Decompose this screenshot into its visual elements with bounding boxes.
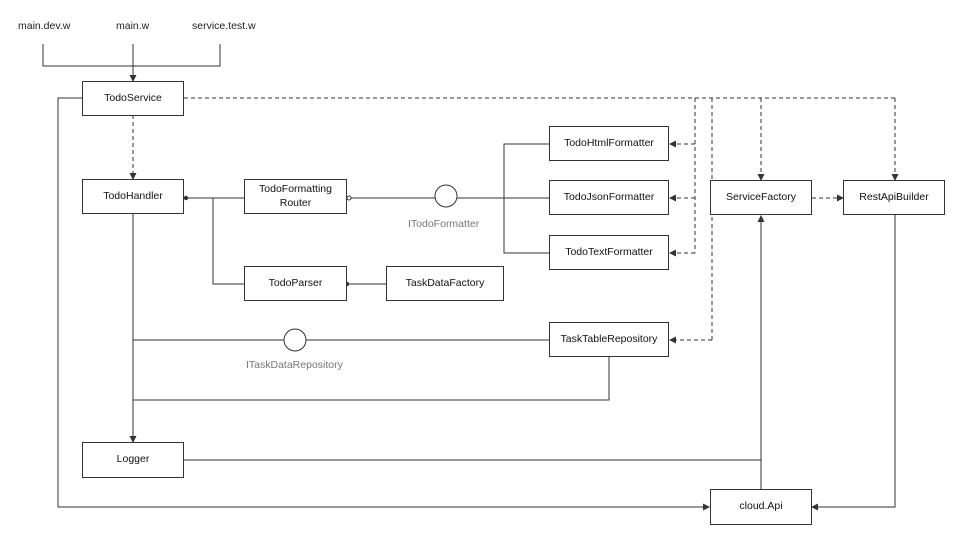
logger-box[interactable]: Logger bbox=[82, 442, 184, 478]
itodoformatter-label: ITodoFormatter bbox=[408, 218, 480, 230]
todo-json-formatter-box[interactable]: TodoJsonFormatter bbox=[549, 180, 669, 215]
entry-point-main: main.w bbox=[116, 20, 150, 32]
todo-service-box[interactable]: TodoService bbox=[82, 81, 184, 116]
todo-handler-box[interactable]: TodoHandler bbox=[82, 179, 184, 214]
entry-point-main-dev: main.dev.w bbox=[18, 20, 71, 32]
itaskdatarepository-interface-circle bbox=[283, 328, 307, 352]
todoservice-to-cloudapi-line bbox=[57, 97, 710, 511]
formatter-bracket bbox=[503, 143, 549, 254]
task-data-factory-box[interactable]: TaskDataFactory bbox=[386, 266, 504, 301]
todo-html-formatter-box[interactable]: TodoHtmlFormatter bbox=[549, 126, 669, 161]
taskrepo-to-handler-line bbox=[133, 357, 610, 401]
itaskdatarepository-label: ITaskDataRepository bbox=[246, 359, 343, 371]
entry-point-service-test: service.test.w bbox=[192, 20, 256, 32]
task-table-repository-box[interactable]: TaskTableRepository bbox=[549, 322, 669, 357]
todo-formatting-router-box[interactable]: TodoFormatting Router bbox=[244, 179, 347, 214]
entry-bracket-line bbox=[42, 44, 221, 67]
service-factory-box[interactable]: ServiceFactory bbox=[710, 180, 812, 215]
rest-api-builder-box[interactable]: RestApiBuilder bbox=[843, 180, 945, 215]
itodoformatter-interface-circle bbox=[434, 184, 458, 208]
todo-text-formatter-box[interactable]: TodoTextFormatter bbox=[549, 235, 669, 270]
parser-to-handler-line bbox=[212, 198, 244, 285]
cloud-api-box[interactable]: cloud.Api bbox=[710, 489, 812, 525]
restapibuilder-to-cloudapi-line bbox=[811, 214, 896, 511]
todo-parser-box[interactable]: TodoParser bbox=[244, 266, 347, 301]
